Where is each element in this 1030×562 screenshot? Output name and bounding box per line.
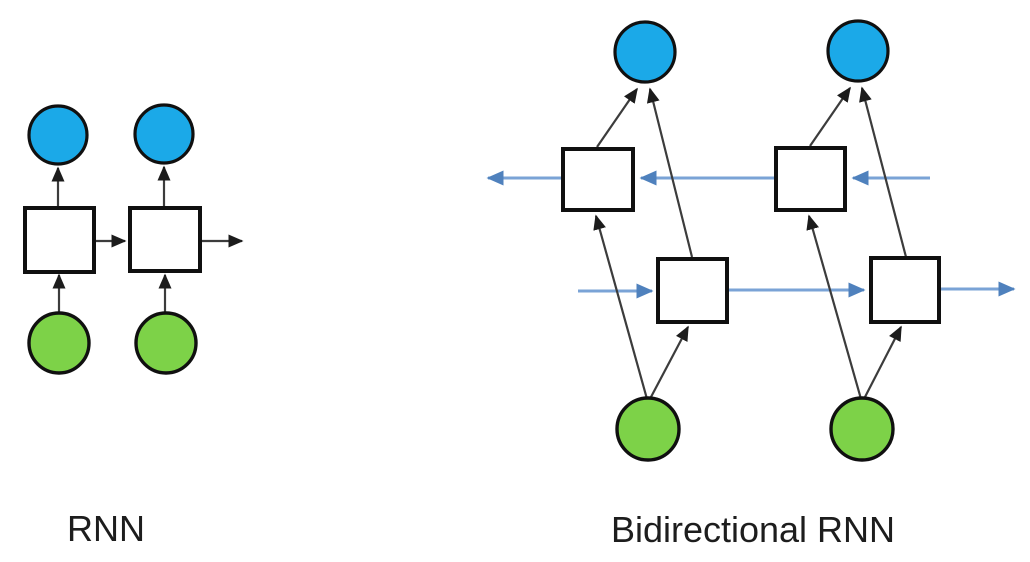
birnn-arrow-backward1-to-output1 <box>596 87 638 148</box>
birnn-arrow-input1-to-backward1 <box>593 214 649 400</box>
birnn-arrow-forward1-to-output1 <box>646 87 694 258</box>
birnn-arrow-input2-to-forward2 <box>864 325 902 398</box>
birnn-arrow-input1-to-forward1 <box>650 325 689 398</box>
rnn-hidden-cell-2 <box>128 206 202 273</box>
birnn-input-node-1 <box>615 396 681 462</box>
rnn-diagram: RNN <box>23 103 244 549</box>
rnn-input-node-1 <box>27 311 91 375</box>
rnn-output-node-2 <box>133 103 195 165</box>
birnn-forward-cell-2 <box>869 256 941 324</box>
rnn-output-node-1 <box>27 104 89 166</box>
rnn-hidden-cell-1 <box>23 206 96 274</box>
birnn-input-node-2 <box>829 396 895 462</box>
rnn-caption: RNN <box>67 508 145 549</box>
birnn-caption: Bidirectional RNN <box>611 509 895 550</box>
rnn-input-node-2 <box>134 311 198 375</box>
birnn-backward-cell-2 <box>774 146 847 212</box>
birnn-arrow-backward2-to-output2 <box>809 86 851 147</box>
birnn-forward-cell-1 <box>656 257 729 324</box>
birnn-arrow-forward2-to-output2 <box>859 86 908 258</box>
bidirectional-rnn-diagram: Bidirectional RNN <box>486 19 1016 550</box>
birnn-output-node-1 <box>613 20 677 84</box>
birnn-backward-cell-1 <box>561 147 635 212</box>
birnn-arrow-input2-to-backward2 <box>806 214 863 400</box>
birnn-output-node-2 <box>826 19 890 83</box>
